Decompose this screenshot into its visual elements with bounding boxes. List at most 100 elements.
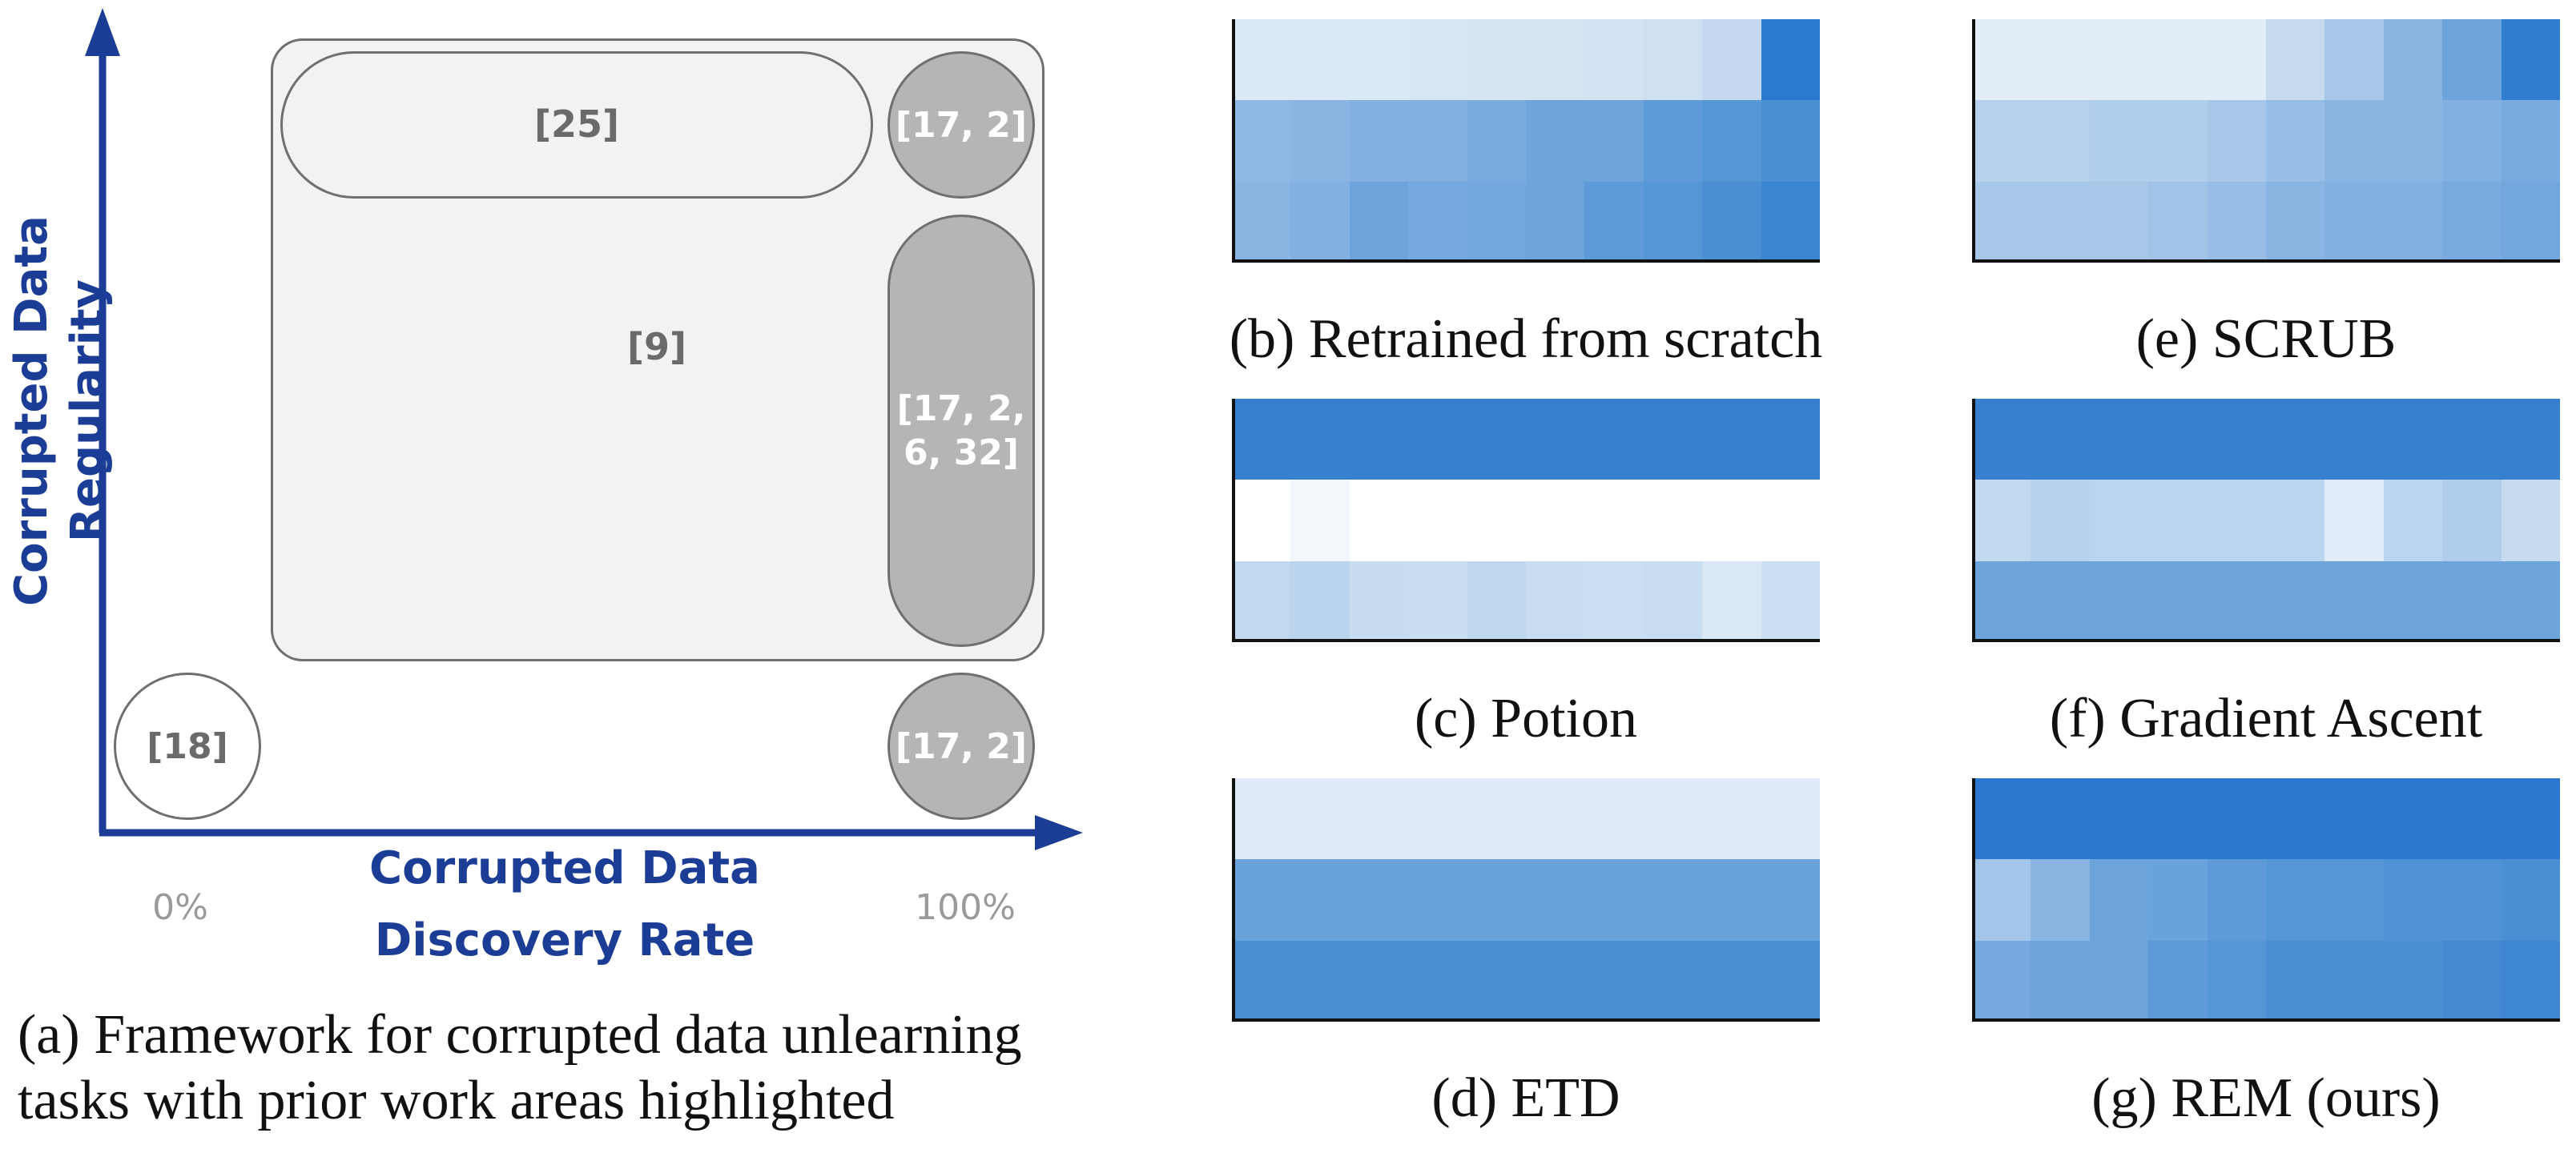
heatmap-cell [1702, 399, 1761, 480]
heatmap-row [1972, 480, 2560, 561]
heatmap-cell [1972, 399, 2031, 480]
heatmap-cell [1584, 859, 1644, 941]
heatmap-cell [1290, 399, 1350, 480]
heatmap-cell [2383, 560, 2443, 642]
heatmap-row [1972, 100, 2560, 182]
heatmap-cell [2501, 940, 2560, 1022]
heatmap-cell [1972, 100, 2031, 182]
heatmap-bottom-axis [1972, 639, 2560, 642]
heatmap-cell [1408, 19, 1467, 101]
heatmap-cell [2501, 399, 2560, 480]
heatmap-cell [1643, 181, 1703, 263]
heatmap-cell [2266, 181, 2325, 263]
heatmap-cell [1290, 560, 1350, 642]
heatmap-cell [1467, 859, 1527, 941]
heatmap-row [1232, 399, 1820, 480]
heatmap-cell [2383, 859, 2443, 941]
heatmap-cell [2501, 778, 2560, 860]
heatmap-cell [1584, 100, 1644, 182]
heatmap-row [1232, 100, 1820, 182]
heatmap-cell [2442, 560, 2502, 642]
heatmap-cell [1290, 480, 1350, 561]
heatmap-cell [1232, 399, 1291, 480]
heatmap-row [1972, 940, 2560, 1022]
heatmap-cell [2442, 778, 2502, 860]
heatmap-cell [1526, 560, 1585, 642]
heatmap-cell [1290, 19, 1350, 101]
diagram-axes [85, 8, 1083, 850]
heatmap-cell [2266, 19, 2325, 101]
heatmap-cell [2501, 480, 2560, 561]
heatmap-cell [1643, 19, 1703, 101]
heatmap-cell [1408, 560, 1467, 642]
heatmap-cell [1290, 181, 1350, 263]
heatmap-row [1972, 778, 2560, 860]
heatmap-cell [2266, 480, 2325, 561]
heatmap-cell [1972, 859, 2031, 941]
heatmap-cell [1972, 181, 2031, 263]
heatmap-cell [1290, 940, 1350, 1022]
heatmap-cell [2501, 859, 2560, 941]
heatmap-cell [2501, 19, 2560, 101]
heatmap-cell [1761, 859, 1820, 941]
heatmap-cell [2383, 100, 2443, 182]
heatmap-cell [2324, 19, 2384, 101]
heatmap-cell [2324, 181, 2384, 263]
heatmap-cell [1467, 100, 1527, 182]
x-axis-label-line1: Corrupted Data [369, 842, 760, 894]
heatmap-cell [1467, 399, 1527, 480]
heatmap-cell [2442, 399, 2502, 480]
region-outer-label: [9] [626, 325, 687, 368]
heatmap-cell [2324, 560, 2384, 642]
heatmap-cell [2089, 778, 2149, 860]
region-top-bar: [25] [280, 51, 873, 199]
heatmap-cell [1761, 19, 1820, 101]
heatmap-cell [2207, 778, 2267, 860]
heatmap-cell [1349, 181, 1409, 263]
heatmap-cell [2089, 480, 2149, 561]
heatmap-bottom-axis [1972, 259, 2560, 263]
heatmap-cell [1232, 19, 1291, 101]
heatmap-cell [2031, 859, 2090, 941]
heatmap-row [1232, 560, 1820, 642]
framework-diagram: Corrupted Data Regularity [9] [25] [17, … [0, 0, 1121, 1169]
heatmap-row [1232, 778, 1820, 860]
heatmap-cell [2207, 19, 2267, 101]
heatmap-cell [1584, 940, 1644, 1022]
heatmap-cell [1408, 181, 1467, 263]
heatmap-cell [1702, 859, 1761, 941]
heatmap-cell [2324, 940, 2384, 1022]
heatmap-left-axis [1232, 399, 1235, 642]
heatmap-left-axis [1972, 778, 1975, 1022]
heatmap-left-axis [1232, 778, 1235, 1022]
heatmap-cell [2442, 480, 2502, 561]
heatmap-cell [1526, 399, 1585, 480]
heatmap-cell [2266, 859, 2325, 941]
heatmap-cell [1643, 859, 1703, 941]
heatmap-cell [1526, 100, 1585, 182]
region-top-right: [17, 2] [888, 51, 1035, 199]
heatmap-e [1972, 19, 2560, 263]
heatmap-cell [1702, 480, 1761, 561]
heatmap-cell [1408, 778, 1467, 860]
heatmap-cell [1408, 859, 1467, 941]
heatmap-left-axis [1232, 19, 1235, 263]
heatmap-cell [1467, 778, 1527, 860]
heatmap-row [1232, 19, 1820, 101]
heatmap-cell [2501, 181, 2560, 263]
heatmap-cell [1408, 480, 1467, 561]
heatmap-cell [2207, 399, 2267, 480]
heatmap-cell [1972, 778, 2031, 860]
heatmap-cell [2031, 560, 2090, 642]
heatmap-cell [1972, 560, 2031, 642]
heatmap-cell [2031, 940, 2090, 1022]
heatmap-cell [1290, 778, 1350, 860]
heatmap-d [1232, 778, 1820, 1022]
y-axis-label: Corrupted Data Regularity [6, 215, 114, 606]
heatmap-caption-b: (b) Retrained from scratch [1229, 308, 1823, 370]
heatmap-cell [1232, 778, 1291, 860]
heatmap-cell [2266, 100, 2325, 182]
heatmap-cell [2031, 480, 2090, 561]
heatmap-cell [2148, 19, 2208, 101]
heatmap-g [1972, 778, 2560, 1022]
